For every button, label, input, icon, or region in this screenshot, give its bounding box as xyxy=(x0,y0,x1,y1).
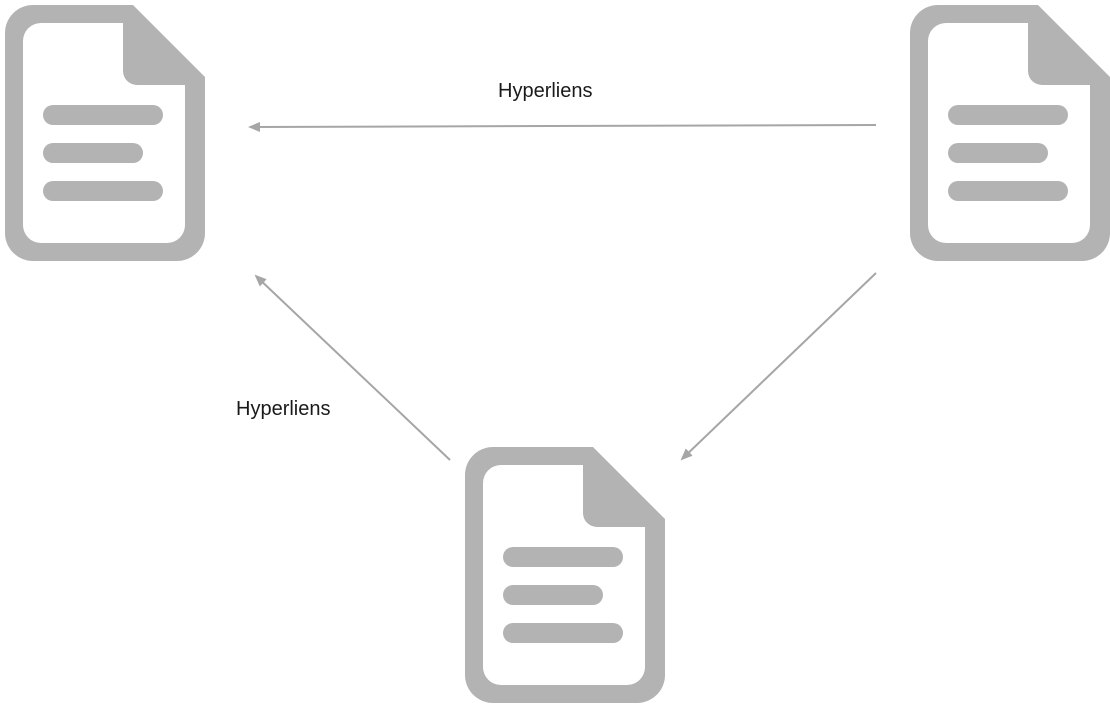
document-icon xyxy=(910,5,1110,261)
edge-label-left: Hyperliens xyxy=(236,398,330,420)
document-icon xyxy=(5,5,205,261)
document-icon xyxy=(465,447,665,703)
edge-bottom-to-top-left xyxy=(254,274,451,461)
edge-top-right-to-top-left xyxy=(248,121,877,132)
edge-label-top: Hyperliens xyxy=(498,80,592,102)
edge-top-right-to-bottom xyxy=(680,272,877,461)
